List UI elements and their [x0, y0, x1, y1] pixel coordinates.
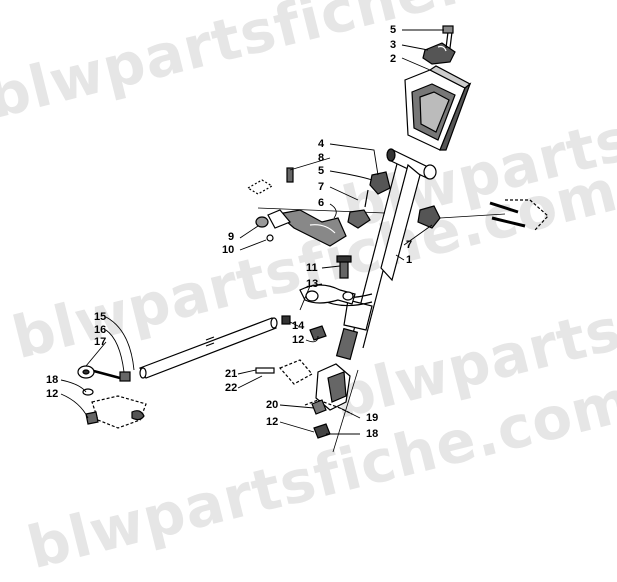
callout-6-mount-bracket: 6 — [318, 197, 325, 209]
tie-rod-part — [77, 315, 291, 429]
side-bolt-part — [246, 167, 294, 242]
callout-13: 13 — [306, 278, 319, 290]
right-stud-part — [489, 199, 549, 231]
callout-8: 8 — [318, 152, 325, 164]
callout-7: 7 — [318, 181, 325, 193]
exploded-view-drawing — [60, 25, 549, 453]
callout-14: 14 — [292, 320, 305, 332]
callout-16: 16 — [94, 324, 107, 336]
callout-2-handlebar-block: 2 — [390, 53, 397, 65]
callout-12: 12 — [292, 334, 305, 346]
callout-18: 18 — [46, 374, 59, 386]
callout-10: 10 — [222, 244, 235, 256]
steering-post-part — [321, 148, 437, 453]
callout-15-tie-rod: 15 — [94, 311, 107, 323]
upper-mount-bracket-part — [257, 171, 506, 247]
callout-4: 4 — [318, 138, 325, 150]
callout-5: 5 — [318, 165, 325, 177]
callout-12: 12 — [46, 388, 59, 400]
lower-bracket-part — [255, 359, 353, 439]
callout-19: 19 — [366, 412, 379, 424]
callout-5-clamp-bolt: 5 — [390, 24, 397, 36]
leader-lines — [60, 29, 444, 435]
callout-9: 9 — [228, 231, 235, 243]
callout-11: 11 — [306, 262, 318, 274]
callout-3-clamp-cap: 3 — [390, 39, 397, 51]
clamp-cap-part — [422, 25, 456, 65]
callout-12: 12 — [266, 416, 279, 428]
callout-1-steering-post: 1 — [406, 254, 413, 266]
nut-part — [309, 325, 327, 341]
callout-18: 18 — [366, 428, 379, 440]
handlebar-block-part — [404, 65, 472, 151]
callout-7-right-clamp: 7 — [406, 239, 413, 251]
callout-22: 22 — [225, 382, 238, 394]
callout-21: 21 — [225, 368, 238, 380]
callout-20: 20 — [266, 399, 279, 411]
callout-17: 17 — [94, 336, 107, 348]
